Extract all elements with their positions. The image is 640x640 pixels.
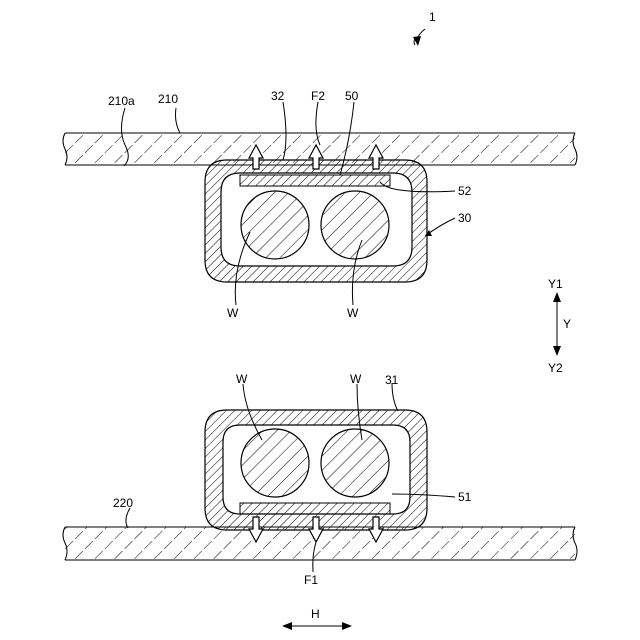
lower-ball-right — [321, 429, 389, 497]
y-direction-indicator: Y1 Y Y2 — [548, 277, 571, 375]
label-Y2: Y2 — [548, 361, 563, 375]
label-30: 30 — [458, 211, 472, 225]
upper-ball-left — [241, 191, 309, 259]
label-50: 50 — [345, 89, 359, 103]
label-W-lower-right: W — [350, 372, 362, 386]
lower-ball-left — [241, 429, 309, 497]
label-F1: F1 — [304, 573, 318, 587]
label-Y1: Y1 — [548, 277, 563, 291]
h-direction-indicator: H — [282, 607, 352, 630]
label-W-lower-left: W — [236, 372, 248, 386]
figure-ref-label: 1 — [429, 10, 436, 24]
upper-ball-right — [321, 191, 389, 259]
label-W-upper-right: W — [347, 306, 359, 320]
label-210: 210 — [158, 92, 178, 106]
label-F2: F2 — [311, 89, 325, 103]
lower-member — [240, 503, 390, 514]
label-51: 51 — [458, 490, 472, 504]
label-Y: Y — [563, 317, 571, 331]
upper-member — [240, 175, 390, 186]
label-32: 32 — [271, 89, 285, 103]
label-220: 220 — [113, 496, 133, 510]
label-W-upper-left: W — [227, 306, 239, 320]
label-31: 31 — [385, 373, 399, 387]
label-52: 52 — [458, 184, 472, 198]
label-H: H — [311, 607, 320, 621]
label-210a: 210a — [108, 94, 135, 108]
